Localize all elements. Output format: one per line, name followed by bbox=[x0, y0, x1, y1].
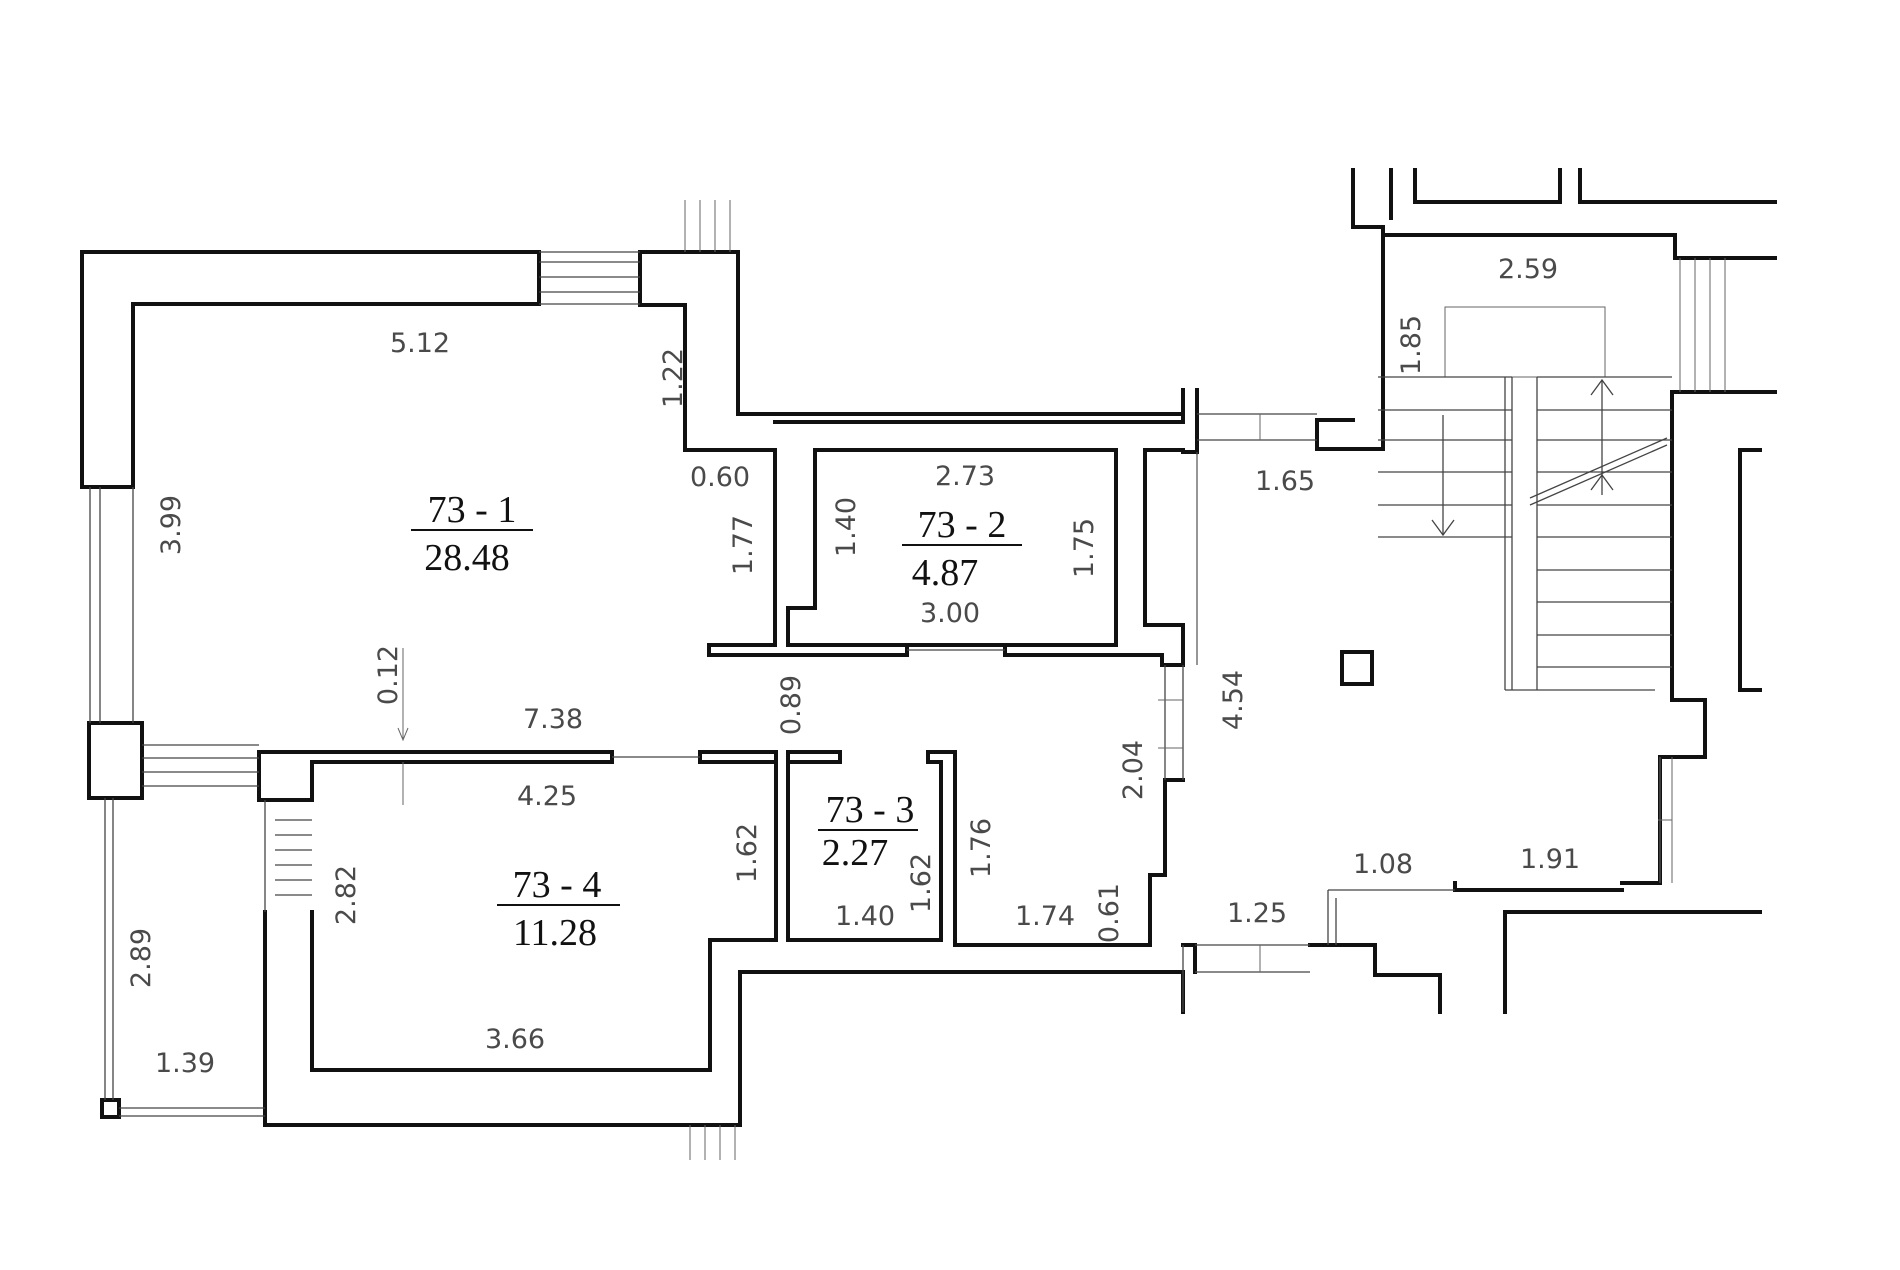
dim-label: 1.65 bbox=[1255, 466, 1315, 497]
dim-label: 1.39 bbox=[155, 1048, 215, 1079]
dim-label: 0.60 bbox=[690, 462, 750, 493]
dim-label: 2.89 bbox=[126, 928, 157, 988]
room-4-area: 11.28 bbox=[513, 912, 597, 954]
dim-label: 2.73 bbox=[935, 461, 995, 492]
room-labels: 73 - 1 28.48 73 - 2 4.87 73 - 3 2.27 73 … bbox=[411, 489, 1022, 954]
dim-label: 2.59 bbox=[1498, 254, 1558, 285]
dim-label: 4.25 bbox=[517, 781, 577, 812]
dim-label: 0.12 bbox=[373, 645, 404, 705]
staircase bbox=[1378, 306, 1672, 691]
wall-south-corridor bbox=[1308, 943, 1442, 1014]
dim-label: 1.85 bbox=[1396, 315, 1427, 375]
dimension-lines bbox=[397, 414, 1672, 972]
vent-shaft bbox=[1340, 650, 1374, 686]
dim-label: 7.38 bbox=[523, 704, 583, 735]
dim-label: 5.12 bbox=[390, 328, 450, 359]
wall-room-4-inner bbox=[310, 760, 778, 1072]
windows bbox=[89, 200, 1726, 1160]
wall-east-lower bbox=[1453, 881, 1624, 892]
dim-label: 2.04 bbox=[1118, 740, 1149, 800]
dim-label: 1.22 bbox=[658, 348, 689, 408]
wall-south-east bbox=[1503, 910, 1762, 1014]
wall-room-1-north-east bbox=[638, 250, 1185, 424]
dim-label: 0.61 bbox=[1094, 883, 1125, 943]
dimension-labels: 5.12 1.22 3.99 0.60 1.77 2.73 1.40 1.75 … bbox=[126, 254, 1580, 1079]
wall-corridor-west-top bbox=[1181, 388, 1199, 454]
dim-label: 1.77 bbox=[728, 515, 759, 575]
dim-label: 1.08 bbox=[1353, 849, 1413, 880]
pillar-left bbox=[87, 721, 144, 800]
wall-room-4-north bbox=[257, 750, 614, 802]
room-2-area: 4.87 bbox=[912, 552, 979, 594]
column-small bbox=[100, 1098, 121, 1119]
wall-room-3 bbox=[786, 750, 1185, 947]
wall-south-corridor-b bbox=[1181, 943, 1197, 974]
dim-label: 2.82 bbox=[331, 865, 362, 925]
wall-room-2 bbox=[786, 448, 1118, 647]
room-1-id: 73 - 1 bbox=[428, 489, 517, 531]
wall-stair-top-right bbox=[1578, 168, 1777, 204]
room-3-area: 2.27 bbox=[822, 832, 889, 874]
dim-label: 1.74 bbox=[1015, 901, 1075, 932]
wall-room-1-east bbox=[638, 250, 777, 647]
dim-label: 1.76 bbox=[966, 818, 997, 878]
room-3-id: 73 - 3 bbox=[826, 789, 915, 831]
wall-stair-top-mid bbox=[1413, 168, 1562, 204]
wall-stairwell-west bbox=[1315, 168, 1385, 451]
wall-stairwell-north bbox=[1381, 233, 1777, 260]
room-4-id: 73 - 4 bbox=[513, 864, 602, 906]
room-1-area: 28.48 bbox=[424, 537, 510, 579]
wall-room-1-west bbox=[80, 250, 541, 489]
wall-east-block bbox=[1738, 448, 1762, 692]
dim-label: 3.66 bbox=[485, 1024, 545, 1055]
room-2-id: 73 - 2 bbox=[918, 504, 1007, 546]
dim-label: 1.25 bbox=[1227, 898, 1287, 929]
wall-room-4-north-b bbox=[698, 750, 778, 764]
dim-label: 1.40 bbox=[831, 497, 862, 557]
wall-stairwell-east bbox=[1620, 390, 1777, 885]
dim-label: 1.62 bbox=[906, 853, 937, 913]
dim-label: 1.40 bbox=[835, 901, 895, 932]
dim-label: 3.99 bbox=[156, 495, 187, 555]
walls bbox=[80, 168, 1777, 1127]
dim-label: 4.54 bbox=[1218, 670, 1249, 730]
wall-room-3-top bbox=[786, 750, 842, 764]
dim-label: 1.62 bbox=[732, 823, 763, 883]
dim-label: 1.75 bbox=[1069, 518, 1100, 578]
dim-label: 3.00 bbox=[920, 598, 980, 629]
dim-label: 1.91 bbox=[1520, 844, 1580, 875]
dim-label: 0.89 bbox=[776, 675, 807, 735]
